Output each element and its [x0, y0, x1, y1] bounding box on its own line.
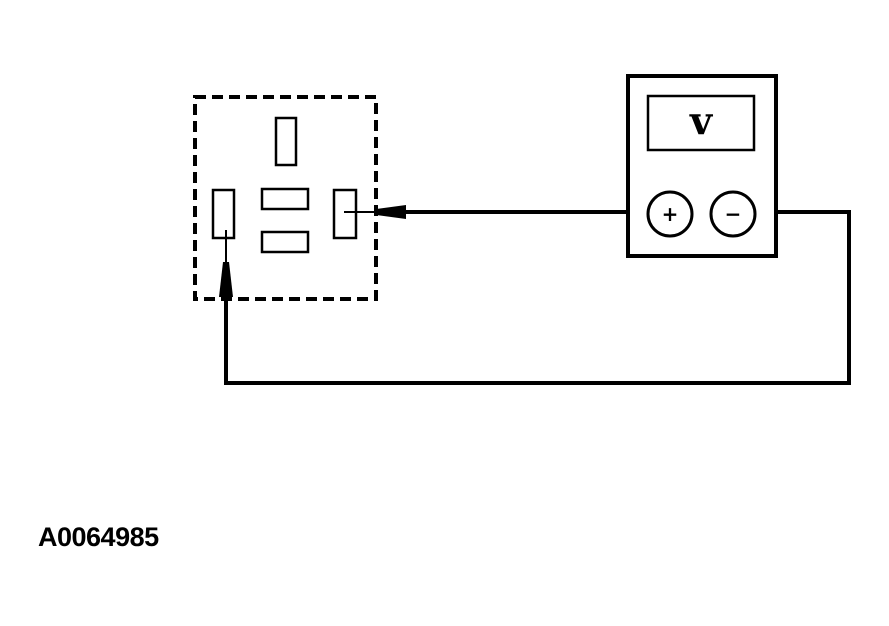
relay-socket-outline: [193, 95, 378, 301]
voltmeter: v + −: [626, 74, 778, 258]
relay-terminal-middle-lower: [260, 230, 310, 254]
voltmeter-display-symbol: v: [689, 98, 714, 143]
figure-id-label: A0064985: [38, 522, 159, 552]
test-leads: [224, 210, 851, 385]
negative-lead-wire: [224, 210, 851, 385]
relay-terminal-top: [274, 116, 298, 167]
relay-socket: [193, 95, 378, 301]
relay-terminal-left: [211, 188, 236, 240]
negative-terminal-sign: −: [725, 202, 742, 226]
positive-terminal: [646, 190, 694, 238]
positive-probe: [344, 205, 406, 219]
positive-terminal-sign: +: [662, 202, 679, 226]
negative-probe: [219, 230, 233, 297]
relay-terminal-right: [332, 188, 358, 240]
voltmeter-display: [646, 94, 756, 152]
negative-terminal: [709, 190, 757, 238]
relay-terminal-middle-upper: [260, 187, 310, 211]
